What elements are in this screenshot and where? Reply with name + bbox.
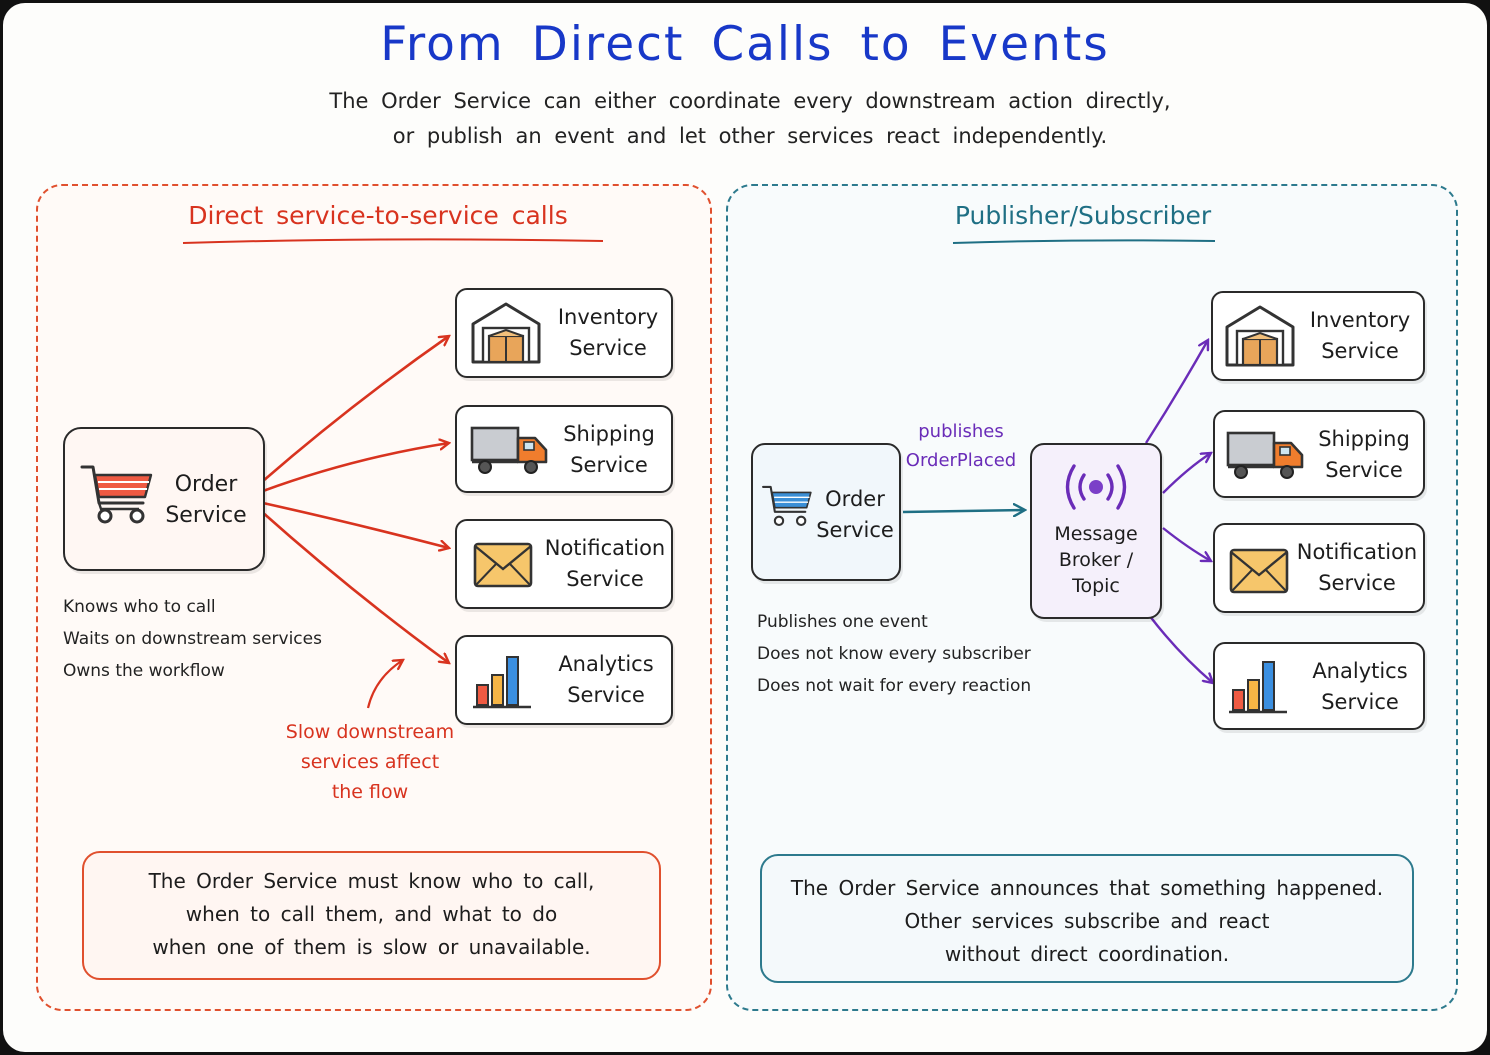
broker-label-3: Topic <box>1072 575 1120 597</box>
pubsub-order-service-node: Order Service <box>751 443 901 581</box>
callout-arrow <box>366 660 403 709</box>
right-note-3: Does not wait for every reaction <box>757 676 1032 696</box>
message-broker-node: Message Broker / Topic <box>1030 443 1162 619</box>
right-notes: Publishes one event Does not know every … <box>757 606 1057 702</box>
pubsub-title: Publisher/Subscriber <box>954 201 1212 230</box>
pubsub-title-underline <box>952 239 1216 244</box>
left-note-2: Waits on downstream services <box>63 629 322 649</box>
analytics-label-2: Service <box>567 683 645 707</box>
pubsub-order-label-2: Service <box>816 518 894 542</box>
arrow-broker-to-shipping <box>1162 453 1211 494</box>
shipping-label-1: Shipping <box>563 422 655 446</box>
truck-icon <box>470 426 548 474</box>
pubsub-inventory-label-1: Inventory <box>1309 308 1411 332</box>
notification-label-1: Notification <box>544 536 666 560</box>
shipping-label-2: Service <box>570 453 648 477</box>
pubsub-inventory-node: Inventory Service <box>1211 291 1425 381</box>
left-summary-1: The Order Service must know who to call, <box>148 869 595 893</box>
pubsub-notification-node: Notification Service <box>1213 523 1425 613</box>
shopping-cart-icon <box>762 485 812 527</box>
right-note-1: Publishes one event <box>757 612 928 632</box>
arrow-broker-to-inventory <box>1144 340 1208 444</box>
analytics-label-1: Analytics <box>558 652 654 676</box>
left-note-3: Owns the workflow <box>63 661 225 681</box>
arrow-order-to-broker <box>902 510 1025 512</box>
bar-chart-icon <box>473 656 531 709</box>
broker-label-2: Broker / <box>1058 549 1134 571</box>
edge-label-2: OrderPlaced <box>905 450 1017 471</box>
warehouse-icon <box>471 302 541 364</box>
subtitle-line-2: or publish an event and let other servic… <box>392 124 1108 148</box>
arrow-broker-to-notification <box>1162 527 1211 561</box>
publishes-edge-label: publishes OrderPlaced <box>896 417 1026 475</box>
direct-calls-summary: The Order Service must know who to call,… <box>82 851 661 980</box>
right-summary-1: The Order Service announces that somethi… <box>790 876 1384 900</box>
inventory-service-node: Inventory Service <box>455 288 673 378</box>
pubsub-shipping-label-1: Shipping <box>1318 427 1410 451</box>
pubsub-analytics-node: Analytics Service <box>1213 642 1425 730</box>
page-title: From Direct Calls to Events <box>380 17 1110 72</box>
pubsub-order-label-1: Order <box>825 487 885 511</box>
truck-icon <box>1226 431 1304 479</box>
arrow-broker-to-analytics <box>1148 614 1213 683</box>
pubsub-analytics-label-1: Analytics <box>1312 659 1408 683</box>
left-summary-2: when to call them, and what to do <box>185 902 558 926</box>
order-service-node: Order Service <box>63 427 265 571</box>
notification-label-2: Service <box>566 567 644 591</box>
arrow-order-to-inventory <box>262 336 449 482</box>
warehouse-icon <box>1225 305 1295 367</box>
connector-layer <box>182 238 1216 709</box>
envelope-icon <box>1229 548 1289 594</box>
pubsub-notification-label-2: Service <box>1318 571 1396 595</box>
right-note-2: Does not know every subscriber <box>757 644 1031 664</box>
shipping-service-node: Shipping Service <box>455 405 673 493</box>
left-summary-3: when one of them is slow or unavailable. <box>152 935 591 959</box>
direct-calls-title-underline <box>182 238 604 244</box>
inventory-label-2: Service <box>569 336 647 360</box>
analytics-service-node: Analytics Service <box>455 635 673 725</box>
pubsub-summary: The Order Service announces that somethi… <box>760 854 1414 983</box>
callout-line-2: services affect <box>300 751 440 773</box>
pubsub-inventory-label-2: Service <box>1321 339 1399 363</box>
left-notes: Knows who to call Waits on downstream se… <box>63 591 363 687</box>
slow-downstream-callout: Slow downstream services affect the flow <box>275 717 465 807</box>
arrow-order-to-analytics <box>260 510 449 663</box>
pubsub-shipping-node: Shipping Service <box>1213 410 1425 498</box>
edge-label-1: publishes <box>918 421 1004 442</box>
envelope-icon <box>473 542 533 588</box>
arrow-order-to-notification <box>262 501 449 548</box>
bar-chart-icon <box>1229 661 1287 714</box>
direct-calls-title: Direct service-to-service calls <box>188 201 568 230</box>
order-service-label-1: Order <box>174 472 238 497</box>
inventory-label-1: Inventory <box>557 305 659 329</box>
notification-service-node: Notification Service <box>455 519 673 609</box>
left-note-1: Knows who to call <box>63 597 216 617</box>
pubsub-notification-label-1: Notification <box>1296 540 1418 564</box>
pubsub-shipping-label-2: Service <box>1325 458 1403 482</box>
arrow-order-to-shipping <box>262 443 449 493</box>
subtitle-line-1: The Order Service can either coordinate … <box>329 89 1171 113</box>
right-summary-3: without direct coordination. <box>944 942 1230 966</box>
right-summary-2: Other services subscribe and react <box>904 909 1270 933</box>
broadcast-icon <box>1065 464 1127 510</box>
order-service-label-2: Service <box>165 503 247 528</box>
diagram-canvas: From Direct Calls to Events The Order Se… <box>3 3 1487 1052</box>
broker-label-1: Message <box>1054 523 1138 545</box>
callout-line-1: Slow downstream <box>285 721 455 743</box>
callout-line-3: the flow <box>331 781 409 803</box>
pubsub-analytics-label-2: Service <box>1321 690 1399 714</box>
shopping-cart-icon <box>80 465 153 524</box>
